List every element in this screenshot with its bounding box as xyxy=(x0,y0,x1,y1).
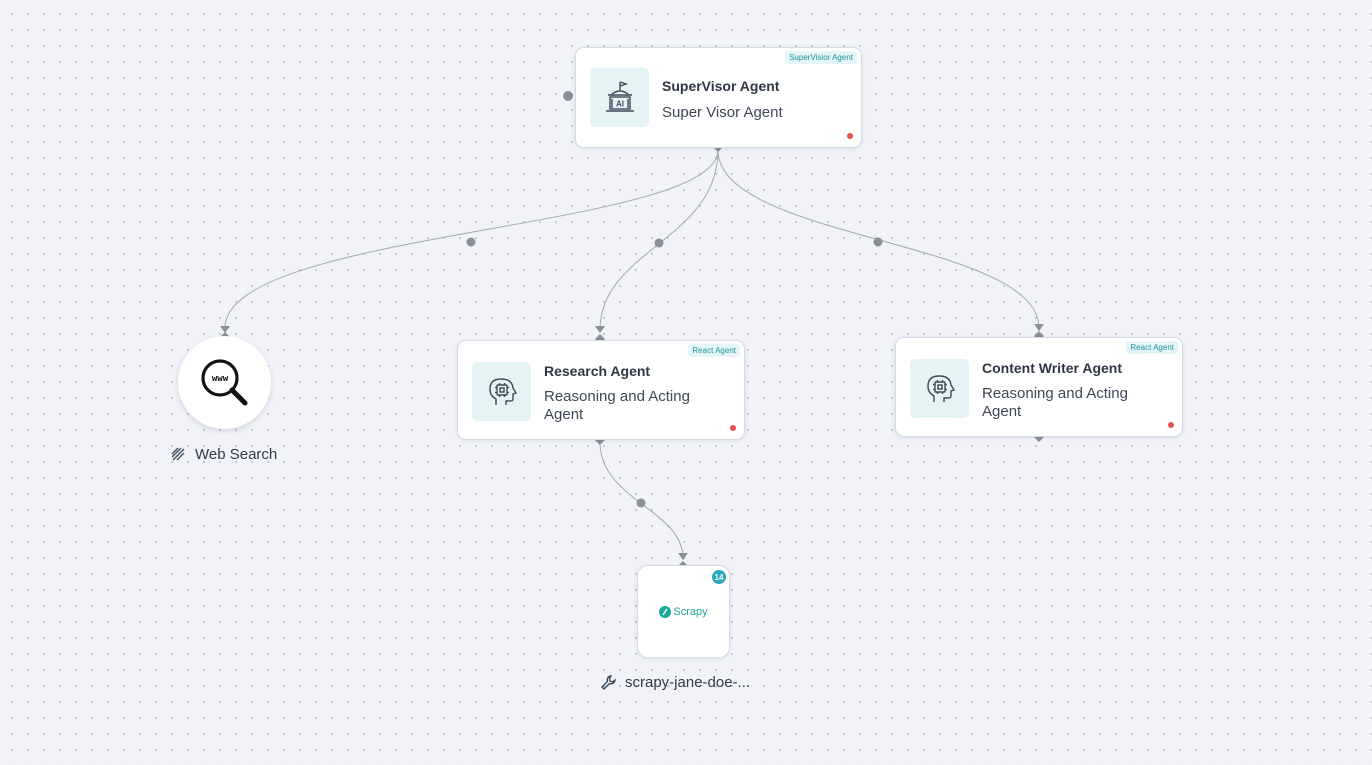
status-dot xyxy=(1168,422,1174,428)
scrapy-logo-icon xyxy=(659,605,672,618)
edge-midpoint xyxy=(466,237,476,247)
scrapy-tool-label: scrapy-jane-doe-... xyxy=(600,674,750,691)
node-subtitle: Reasoning and Acting Agent xyxy=(544,388,690,423)
node-title: Content Writer Agent xyxy=(982,360,1122,376)
www-text: www xyxy=(211,374,228,384)
arrow-head xyxy=(220,326,230,333)
web-search-label: Web Search xyxy=(169,445,277,463)
magnifier-www-icon: www xyxy=(200,358,247,405)
edge-midpoint xyxy=(654,238,664,248)
svg-text:AI: AI xyxy=(616,99,624,108)
edge-midpoint xyxy=(636,498,646,508)
count-badge: 14 xyxy=(712,570,726,584)
brain-chip-icon xyxy=(472,362,531,421)
node-subtitle: Reasoning and Acting Agent xyxy=(982,385,1128,420)
scrapy-logo-text: Scrapy xyxy=(673,605,708,618)
agent-type-tag: React Agent xyxy=(688,344,740,357)
arrow-head xyxy=(1034,324,1044,331)
agent-type-tag: SuperVisior Agent xyxy=(785,51,857,64)
node-title: SuperVisor Agent xyxy=(662,78,780,94)
content-writer-agent-node[interactable]: React Agent Content Writer Agent Reasoni… xyxy=(895,337,1183,437)
research-agent-node[interactable]: React Agent Research Agent Reasoning and… xyxy=(457,340,745,440)
status-dot xyxy=(730,425,736,431)
node-label-text: scrapy-jane-doe-... xyxy=(625,674,751,691)
edge-midpoint xyxy=(873,237,883,247)
status-dot xyxy=(847,133,853,139)
ai-building-icon: AI xyxy=(590,68,649,127)
brain-chip-icon xyxy=(910,359,969,418)
node-title: Research Agent xyxy=(544,363,651,379)
supervisor-agent-node[interactable]: SuperVisior Agent AI SuperVisor Agent Su… xyxy=(575,47,862,148)
arrow-head xyxy=(678,553,688,560)
scrapy-tool-node[interactable]: 14 Scrapy xyxy=(637,565,730,658)
wrench-icon xyxy=(601,675,616,690)
supervisor-left-handle[interactable] xyxy=(563,91,573,101)
search-tool-icon xyxy=(171,447,185,461)
edge-supervisor-websearch xyxy=(224,149,719,329)
node-label-text: Web Search xyxy=(195,445,278,463)
node-subtitle: Super Visor Agent xyxy=(662,104,783,121)
agent-type-tag: React Agent xyxy=(1126,341,1178,354)
arrow-head xyxy=(595,326,605,333)
scrapy-logo: Scrapy xyxy=(659,605,708,618)
web-search-node[interactable]: www xyxy=(178,336,271,429)
